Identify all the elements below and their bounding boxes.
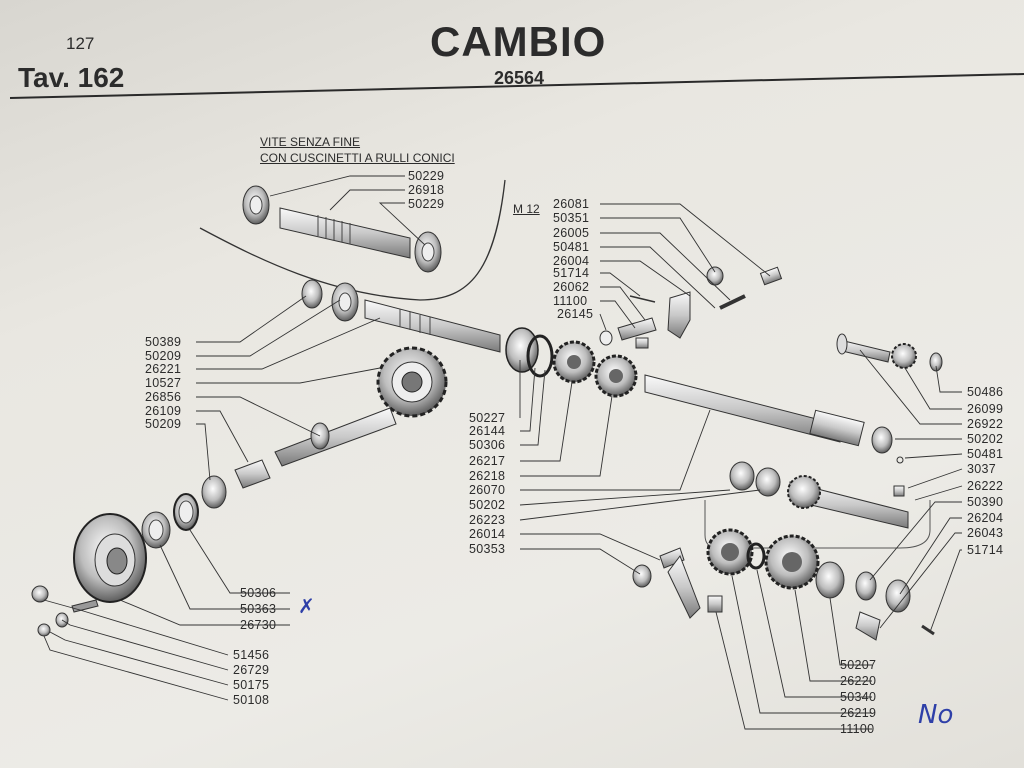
part-label: 10527	[145, 376, 182, 390]
part-label: 50306	[240, 586, 277, 600]
part-label: 50229	[408, 197, 445, 211]
part-label: 50351	[553, 211, 590, 225]
large-gear-shaft	[274, 346, 448, 467]
part-label: 26729	[233, 663, 270, 677]
part-label: 26222	[967, 479, 1004, 493]
part-label: 50481	[967, 447, 1004, 461]
inset-caption-line2: CON CUSCINETTI A RULLI CONICI	[260, 151, 455, 165]
part-label: 26099	[967, 402, 1004, 416]
part-label: 50481	[553, 240, 590, 254]
part-label: 50209	[145, 349, 182, 363]
part-label: 26220	[840, 674, 877, 688]
bottom-gear-set	[632, 528, 935, 641]
page-title: CAMBIO	[430, 18, 607, 65]
part-label: 51714	[967, 543, 1004, 557]
part-label: 50207	[840, 658, 877, 672]
part-label: 26004	[553, 254, 590, 268]
part-label: 26730	[240, 618, 277, 632]
part-label: 50229	[408, 169, 445, 183]
handwritten-cross-mark: ✗	[298, 594, 315, 618]
output-shaft	[729, 456, 909, 529]
assembly-code: 26564	[494, 68, 545, 88]
part-label: 26918	[408, 183, 445, 197]
part-label: 26081	[553, 197, 590, 211]
part-label: 11100	[840, 722, 875, 736]
part-label: 3037	[967, 462, 997, 476]
flange-cover	[31, 513, 147, 637]
part-label: 26145	[557, 307, 594, 321]
part-label: 26223	[469, 513, 506, 527]
part-label: 26109	[145, 404, 182, 418]
part-label: 50389	[145, 335, 182, 349]
part-label: 11100	[553, 294, 588, 308]
part-label: 50353	[469, 542, 506, 556]
part-label: 26005	[553, 226, 590, 240]
leader-lines	[43, 175, 963, 730]
part-label: 26856	[145, 390, 182, 404]
bushings	[141, 459, 271, 549]
inset-boundary	[199, 179, 506, 301]
part-label: 50175	[233, 678, 270, 692]
part-label: 50340	[840, 690, 877, 704]
handwritten-signature: No	[918, 700, 954, 730]
part-label: 50108	[233, 693, 270, 707]
table-number: Tav. 162	[18, 62, 125, 93]
part-label: 51456	[233, 648, 270, 662]
inset-caption-line1: VITE SENZA FINE	[260, 135, 361, 149]
page-number: 127	[66, 34, 95, 53]
part-label: 50209	[145, 417, 182, 431]
main-shaft-assembly	[301, 279, 501, 353]
part-label: 26219	[840, 706, 877, 720]
part-label: 26062	[553, 280, 590, 294]
part-label: 26043	[967, 526, 1004, 540]
part-label: 50227	[469, 411, 506, 425]
part-label: 26217	[469, 454, 506, 468]
part-label: 50390	[967, 495, 1004, 509]
part-label: 26144	[469, 424, 506, 438]
part-label: 26922	[967, 417, 1004, 431]
header-rule	[9, 73, 1024, 99]
part-label: 50486	[967, 385, 1004, 399]
part-label: 26221	[145, 362, 182, 376]
selector-linkage	[599, 266, 783, 349]
part-label: 26218	[469, 469, 506, 483]
part-label: 26204	[967, 511, 1004, 525]
part-label: 26014	[469, 527, 506, 541]
part-label: 50363	[240, 602, 277, 616]
part-label: 50306	[469, 438, 506, 452]
part-label: 51714	[553, 266, 590, 280]
countershaft	[644, 333, 943, 454]
m12-label: M 12	[513, 202, 540, 216]
part-label: 26070	[469, 483, 506, 497]
part-label: 50202	[469, 498, 506, 512]
part-label: 50202	[967, 432, 1004, 446]
center-gear-cluster	[505, 327, 638, 398]
